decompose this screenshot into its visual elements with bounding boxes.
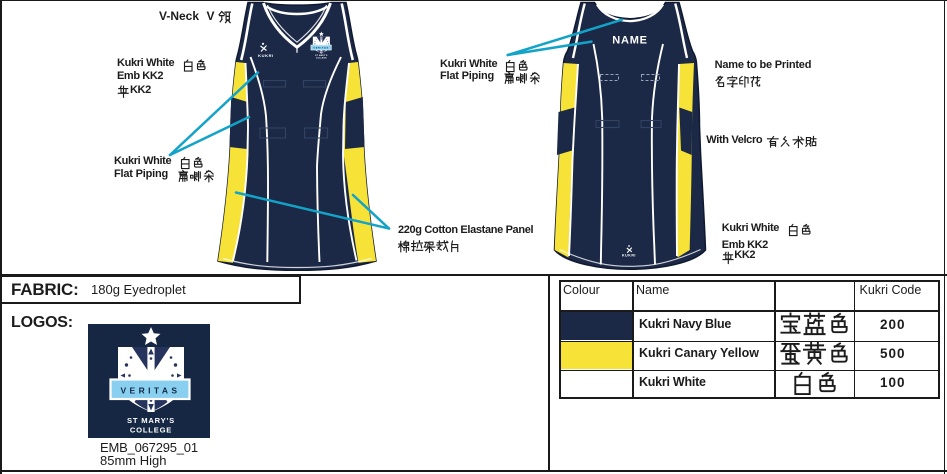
svg-text:KUKRI: KUKRI [258, 53, 274, 58]
svg-text:KUKRI: KUKRI [622, 254, 636, 258]
svg-text:VERITAS: VERITAS [120, 385, 180, 395]
svg-text:COLLEGE: COLLEGE [130, 426, 172, 435]
svg-text:ST MARY'S: ST MARY'S [127, 416, 175, 425]
svg-text:NAME: NAME [612, 35, 648, 47]
